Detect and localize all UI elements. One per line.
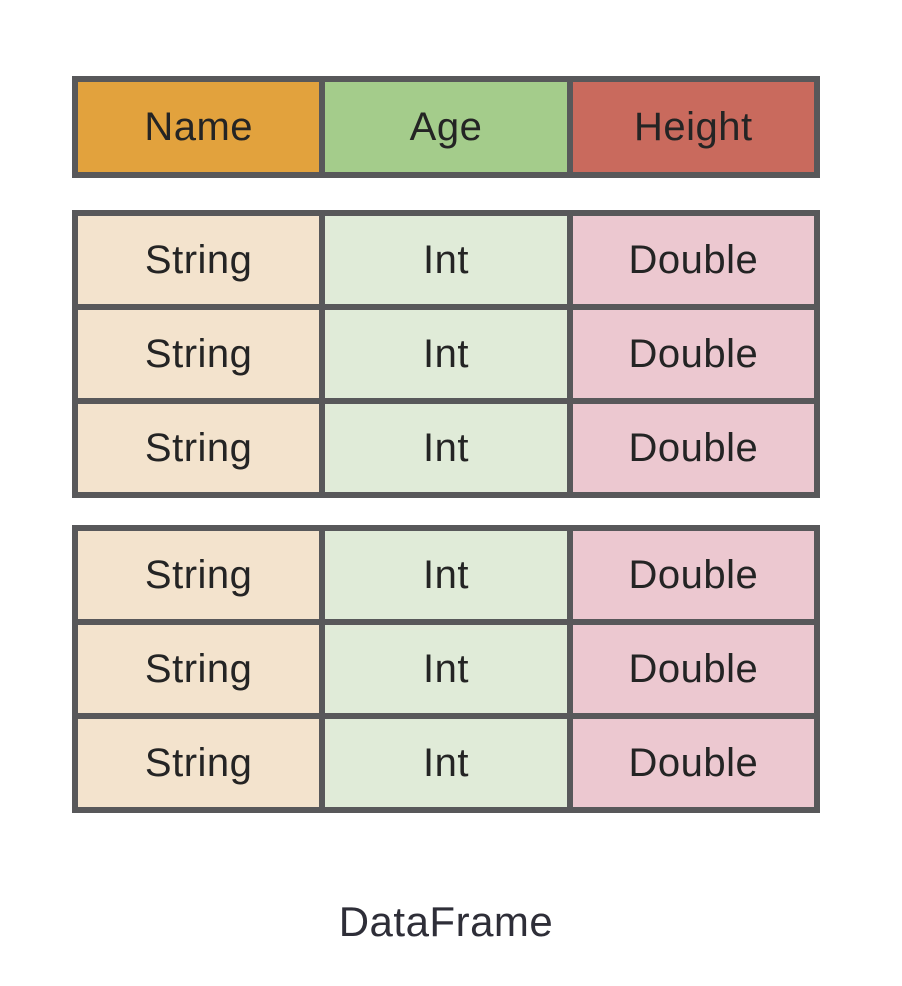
cell-double: Double — [572, 404, 814, 492]
cell-string: String — [78, 625, 320, 713]
cell-int: Int — [325, 310, 567, 398]
cell-double: Double — [572, 531, 814, 619]
cell-string: String — [78, 310, 320, 398]
cell-double: Double — [572, 310, 814, 398]
diagram-content: Name Age Height String Int Double String… — [72, 76, 820, 945]
header-cell-age: Age — [325, 82, 567, 172]
cell-string: String — [78, 216, 320, 304]
diagram-caption: DataFrame — [338, 898, 554, 945]
cell-int: Int — [325, 216, 567, 304]
cell-double: Double — [572, 625, 814, 713]
cell-int: Int — [325, 625, 567, 713]
rows-block-2: String Int Double String Int Double Stri… — [72, 525, 820, 813]
cell-double: Double — [572, 719, 814, 807]
header-cell-name: Name — [78, 82, 320, 172]
header-row: Name Age Height — [72, 76, 820, 178]
cell-int: Int — [325, 404, 567, 492]
cell-int: Int — [325, 719, 567, 807]
rows-block-1: String Int Double String Int Double Stri… — [72, 210, 820, 498]
header-cell-height: Height — [572, 82, 814, 172]
cell-string: String — [78, 531, 320, 619]
cell-double: Double — [572, 216, 814, 304]
cell-string: String — [78, 719, 320, 807]
cell-int: Int — [325, 531, 567, 619]
cell-string: String — [78, 404, 320, 492]
